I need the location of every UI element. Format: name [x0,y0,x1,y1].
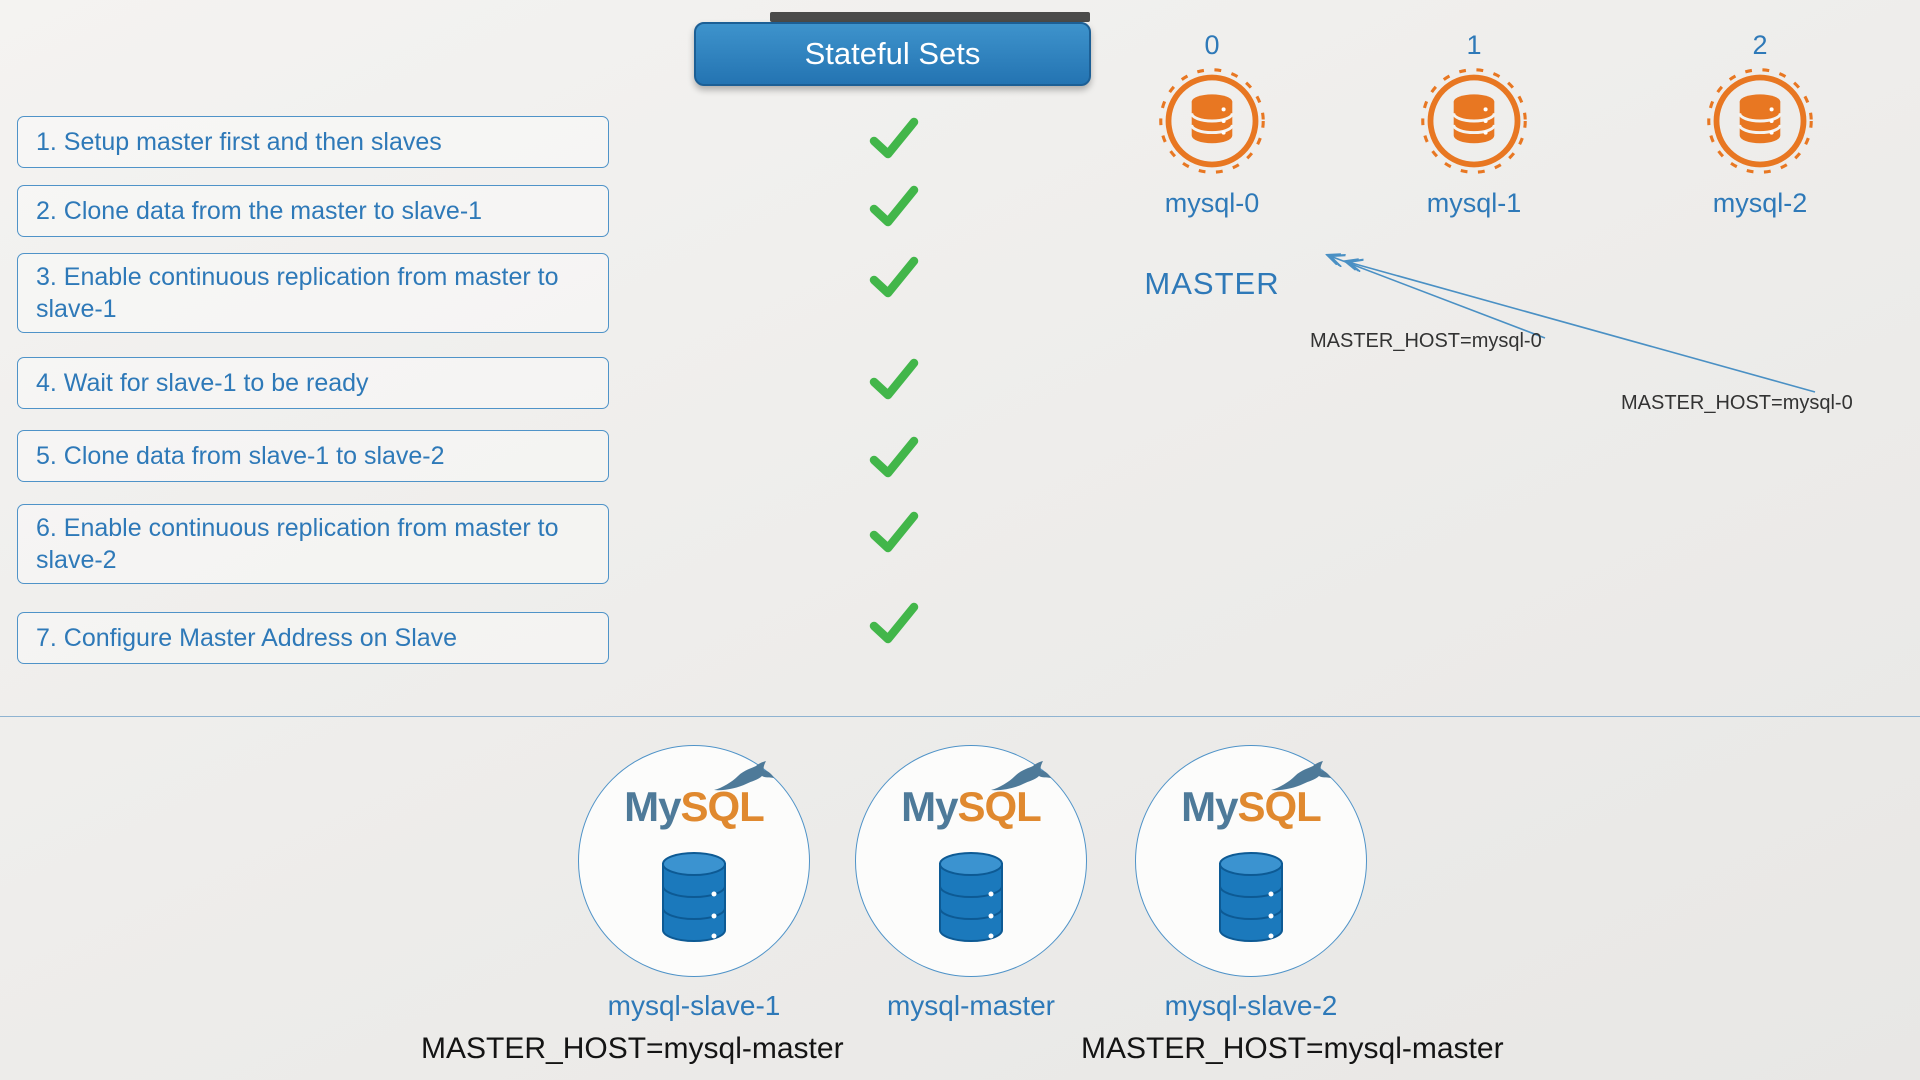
database-icon [1219,852,1283,942]
arrow-label-master-host-2: MASTER_HOST=mysql-0 [1621,392,1853,414]
step-item-1: 1. Setup master first and then slaves [17,116,609,168]
node-name-slave-2: mysql-slave-2 [1164,990,1338,1021]
checkmark-icon [868,358,920,400]
pod-name: mysql-1 [1426,188,1522,218]
section-divider [0,716,1920,717]
mysql-dolphin-icon [1270,761,1331,791]
database-stamp-icon [1702,63,1818,179]
mysql-node-slave-1: MySQL [578,745,810,977]
checkmark-icon [868,602,920,644]
step-item-3: 3. Enable continuous replication from ma… [17,253,609,333]
mysql-logo: MySQL [624,761,774,842]
checkmark-icon [868,117,920,159]
database-icon [662,852,726,942]
mysql-logo-text: MySQL [1181,783,1322,830]
mysql-logo-text: MySQL [901,783,1042,830]
env-label-master-host-slave-2: MASTER_HOST=mysql-master [1081,1032,1504,1065]
pod-name: mysql-0 [1164,188,1260,218]
node-name-master: mysql-master [886,990,1055,1021]
master-role-label: MASTER [1144,266,1280,301]
database-icon [939,852,1003,942]
step-item-2: 2. Clone data from the master to slave-1 [17,185,609,237]
pod-mysql-2: 2 mysql-2 [1660,30,1860,219]
mysql-logo: MySQL [1181,761,1331,842]
mysql-node-slave-2: MySQL [1135,745,1367,977]
checkmark-icon [868,185,920,227]
step-item-7: 7. Configure Master Address on Slave [17,612,609,664]
stateful-sets-badge: Stateful Sets [694,22,1091,86]
arrow-label-master-host-1: MASTER_HOST=mysql-0 [1310,330,1542,352]
mysql-dolphin-icon [990,761,1051,791]
step-label-2: 2. Clone data from the master to slave-1 [36,197,483,225]
checkmark-icon [868,256,920,298]
stateful-sets-badge-label: Stateful Sets [804,36,981,71]
step-item-6: 6. Enable continuous replication from ma… [17,504,609,584]
mysql-node-master: MySQL [855,745,1087,977]
checkmark-icon [868,511,920,553]
database-stamp-icon [1154,63,1270,179]
env-label-master-host-slave-1: MASTER_HOST=mysql-master [421,1032,844,1065]
pod-name: mysql-2 [1712,188,1808,218]
step-label-6: 6. Enable continuous replication from ma… [36,514,559,574]
step-label-4: 4. Wait for slave-1 to be ready [36,369,369,397]
step-label-1: 1. Setup master first and then slaves [36,128,442,156]
node-name-slave-1: mysql-slave-1 [607,990,781,1021]
step-item-4: 4. Wait for slave-1 to be ready [17,357,609,409]
pod-mysql-0: 0 mysql-0 [1112,30,1312,219]
pod-ordinal: 1 [1466,30,1482,60]
mysql-logo: MySQL [901,761,1051,842]
step-label-3: 3. Enable continuous replication from ma… [36,263,559,323]
pod-mysql-1: 1 mysql-1 [1374,30,1574,219]
top-dark-strip [770,12,1090,22]
step-label-7: 7. Configure Master Address on Slave [36,624,458,652]
database-stamp-icon [1416,63,1532,179]
pod-ordinal: 2 [1752,30,1768,60]
mysql-logo-text: MySQL [624,783,765,830]
step-label-5: 5. Clone data from slave-1 to slave-2 [36,442,445,470]
checkmark-icon [868,436,920,478]
step-item-5: 5. Clone data from slave-1 to slave-2 [17,430,609,482]
pod-ordinal: 0 [1204,30,1220,60]
mysql-dolphin-icon [713,761,774,791]
